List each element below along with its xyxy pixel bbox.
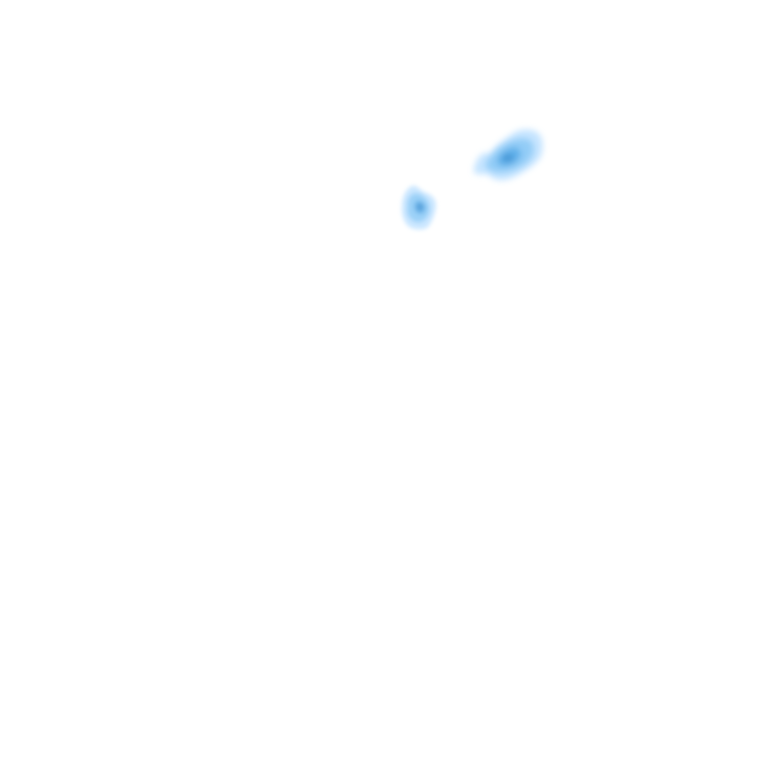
upper-right-blob	[474, 129, 543, 181]
left-small-blob-center	[416, 203, 424, 211]
upper-right-blob-center	[502, 153, 514, 163]
left-small-blob	[401, 185, 437, 230]
